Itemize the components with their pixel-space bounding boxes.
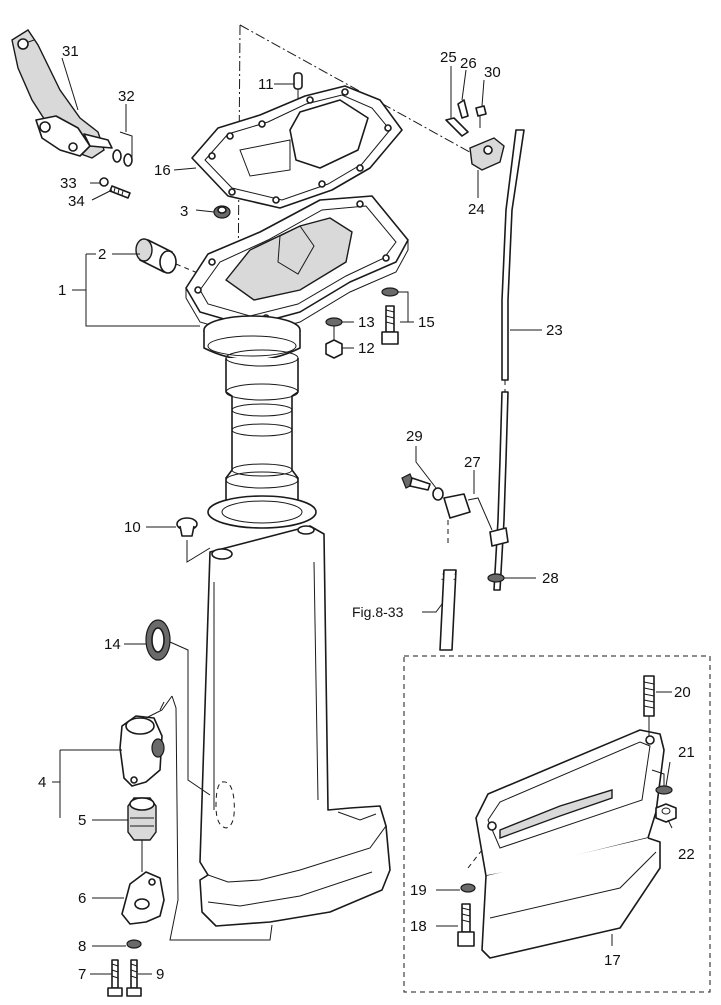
centerline-diagonal [239, 24, 476, 156]
axis-18 [467, 849, 483, 869]
callout-17: 17 [604, 952, 621, 969]
part-18-bolt [457, 903, 475, 947]
callout-6: 6 [78, 890, 86, 907]
callout-28: 28 [542, 570, 559, 587]
shift-rod-lower [439, 569, 457, 651]
part-23-shift-rod [493, 129, 525, 591]
callout-7: 7 [78, 966, 86, 983]
callout-9: 9 [156, 966, 164, 983]
part-32-washers [112, 131, 133, 167]
part-19-washer [460, 883, 476, 893]
callout-21: 21 [678, 744, 695, 761]
callout-24: 24 [468, 201, 485, 218]
callout-15: 15 [418, 314, 435, 331]
part-25-pin [445, 66, 469, 137]
part-22-nut [655, 803, 677, 823]
part-15-bolt [381, 305, 399, 345]
part-31-link-arm [11, 29, 113, 159]
callout-25: 25 [440, 49, 457, 66]
part-10-plug [176, 517, 211, 563]
part-11-pin [293, 72, 303, 100]
part-2-collar [135, 238, 206, 277]
callout-23: 23 [546, 322, 563, 339]
callout-10: 10 [124, 519, 141, 536]
callout-34: 34 [68, 193, 85, 210]
part-30-screw [475, 105, 487, 128]
part-27-rod-coupler [443, 493, 509, 547]
part-24-link-bracket [469, 137, 505, 190]
part-1-upper-casing [185, 195, 409, 361]
lower-casing-body [199, 525, 391, 927]
part-12-nut [325, 326, 343, 359]
part-15-washer [381, 287, 399, 297]
callout-31: 31 [62, 43, 79, 60]
inset-box [403, 655, 711, 993]
callout-27: 27 [464, 454, 481, 471]
part-5-rubber-mount [127, 797, 157, 841]
callout-4: 4 [38, 774, 46, 791]
part-29-bolt [401, 473, 444, 501]
figure-reference: Fig.8-33 [352, 604, 404, 620]
part-9-bolt [126, 959, 142, 997]
callout-1: 1 [58, 282, 66, 299]
part-33-ball [99, 177, 109, 187]
callout-26: 26 [460, 55, 477, 72]
part-14-grommet [145, 619, 211, 796]
part-16-gasket [191, 85, 403, 209]
part-26-clip [457, 99, 469, 119]
callout-32: 32 [118, 88, 135, 105]
part-6-mount-plate [121, 871, 165, 925]
callout-2: 2 [98, 246, 106, 263]
part-7-bolt [107, 959, 123, 997]
callout-5: 5 [78, 812, 86, 829]
axis-21 [651, 769, 665, 786]
callout-3: 3 [180, 203, 188, 220]
part-28-clip [487, 573, 505, 583]
callout-13: 13 [358, 314, 375, 331]
part-8-washer [126, 939, 142, 949]
driveshaft-casing-tube [207, 349, 317, 529]
part-17-water-guide [475, 729, 665, 959]
part-3-grommet [213, 205, 231, 219]
callout-18: 18 [410, 918, 427, 935]
part-13-washer [325, 317, 343, 327]
callout-labels: 31 32 33 34 3 2 1 11 16 10 14 4 5 6 8 7 … [38, 43, 695, 983]
callout-12: 12 [358, 340, 375, 357]
callout-30: 30 [484, 64, 501, 81]
callout-20: 20 [674, 684, 691, 701]
callout-29: 29 [406, 428, 423, 445]
callout-14: 14 [104, 636, 121, 653]
callout-22: 22 [678, 846, 695, 863]
callout-8: 8 [78, 938, 86, 955]
callout-33: 33 [60, 175, 77, 192]
part-20-stud [643, 675, 655, 736]
part-4-mount-bracket [119, 695, 273, 941]
callout-16: 16 [154, 162, 171, 179]
part-21-washer [655, 785, 673, 795]
callout-11: 11 [258, 76, 274, 93]
part-34-screw [109, 185, 131, 199]
callout-19: 19 [410, 882, 427, 899]
leader-lines [52, 57, 673, 975]
